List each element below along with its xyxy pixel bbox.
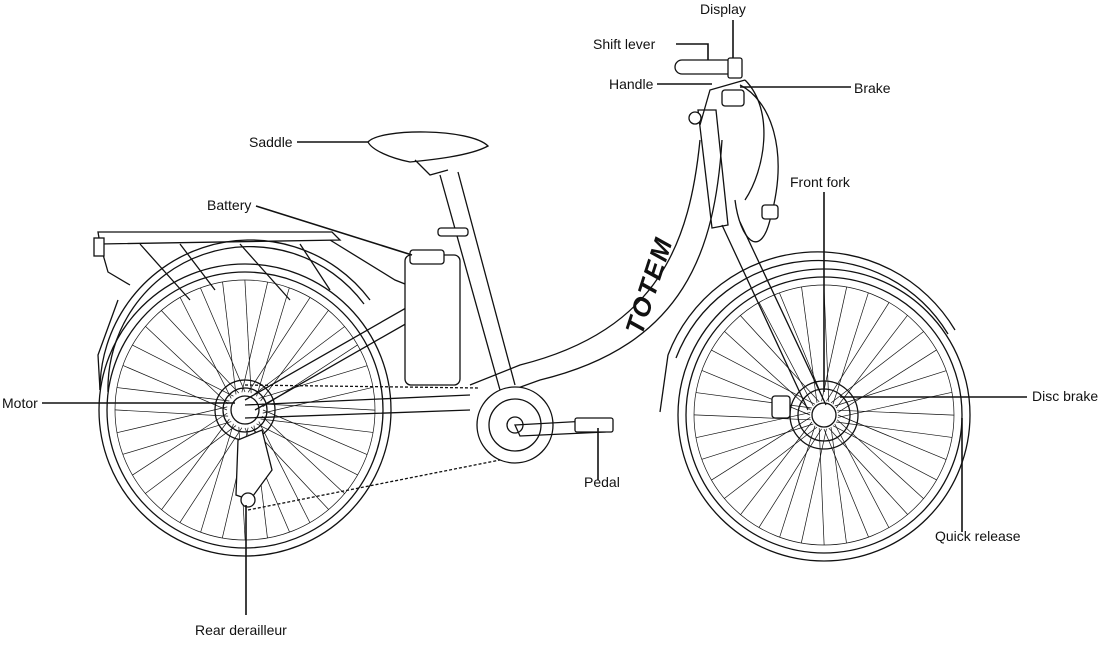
- spoke: [200, 287, 246, 393]
- spoke: [758, 302, 814, 407]
- spoke: [835, 315, 908, 409]
- spoke: [832, 425, 937, 481]
- rear-fender: [97, 239, 371, 393]
- spoke: [830, 427, 847, 544]
- label-front-fork: Front fork: [790, 174, 851, 190]
- label-pedal: Pedal: [584, 474, 620, 490]
- spoke: [836, 419, 924, 499]
- spoke: [779, 425, 816, 538]
- spoke: [695, 392, 812, 409]
- spoke: [222, 281, 237, 395]
- spoke: [262, 386, 374, 414]
- spoke: [828, 427, 908, 515]
- front-fork: [721, 204, 827, 411]
- spoke: [179, 427, 243, 523]
- part-labels: Display Shift lever Handle Brake Saddle …: [2, 1, 1098, 638]
- spoke: [821, 286, 848, 402]
- spoke: [132, 344, 234, 397]
- label-quick-release: Quick release: [935, 528, 1021, 544]
- spoke: [800, 428, 827, 544]
- spoke: [261, 403, 376, 411]
- spoke: [260, 418, 374, 433]
- front-fender: [659, 251, 956, 413]
- spoke: [253, 326, 345, 395]
- spoke: [132, 412, 228, 476]
- spoke: [116, 387, 230, 402]
- drivetrain: [235, 384, 614, 511]
- spoke: [834, 370, 947, 407]
- spoke: [826, 302, 890, 402]
- spoke: [116, 406, 228, 434]
- spoke: [830, 331, 924, 404]
- spoke: [836, 421, 953, 438]
- brand-logo: TOTEM: [619, 233, 679, 338]
- label-disc-brake: Disc brake: [1032, 388, 1098, 404]
- label-battery: Battery: [207, 197, 251, 213]
- spoke: [837, 349, 937, 413]
- saddle: [367, 131, 490, 237]
- spoke: [834, 423, 890, 528]
- spoke: [711, 349, 816, 405]
- spoke: [256, 423, 358, 476]
- spoke: [701, 423, 814, 460]
- spoke: [161, 310, 240, 394]
- leader-lines: [42, 20, 1027, 615]
- handlebar: [674, 57, 779, 243]
- spoke: [122, 421, 232, 455]
- spoke: [247, 297, 311, 393]
- spoke: [241, 281, 269, 393]
- spoke: [801, 286, 818, 403]
- spoke: [262, 409, 368, 455]
- spoke: [145, 425, 237, 494]
- spoke: [711, 417, 811, 481]
- label-motor: Motor: [2, 395, 38, 411]
- spoke: [724, 331, 812, 411]
- label-handle: Handle: [609, 76, 654, 92]
- label-display: Display: [700, 1, 746, 17]
- rear-rack: [93, 231, 421, 301]
- spoke: [145, 326, 229, 405]
- spoke: [258, 365, 368, 399]
- spoke: [114, 409, 229, 417]
- spoke: [818, 428, 825, 546]
- spoke: [261, 415, 345, 494]
- front-wheel: [677, 268, 971, 562]
- spoke: [740, 315, 820, 403]
- spoke: [837, 391, 953, 418]
- spoke: [758, 428, 822, 528]
- spoke: [740, 421, 813, 515]
- spoke: [244, 279, 252, 394]
- spoke: [779, 292, 825, 402]
- label-shift-lever: Shift lever: [593, 36, 656, 52]
- spoke: [724, 426, 818, 499]
- spoke: [693, 414, 811, 421]
- spoke: [200, 423, 234, 533]
- spoke: [161, 418, 230, 510]
- spoke: [837, 414, 947, 460]
- spoke: [823, 428, 869, 538]
- spoke: [832, 292, 869, 405]
- spoke: [701, 370, 811, 416]
- rear-wheel: [98, 263, 392, 557]
- spoke: [179, 297, 232, 399]
- spoke: [258, 421, 311, 523]
- spoke: [837, 409, 955, 416]
- spoke: [695, 412, 811, 439]
- label-saddle: Saddle: [249, 134, 293, 150]
- spoke: [256, 287, 290, 397]
- label-rear-derailleur: Rear derailleur: [195, 622, 287, 638]
- label-brake: Brake: [854, 80, 891, 96]
